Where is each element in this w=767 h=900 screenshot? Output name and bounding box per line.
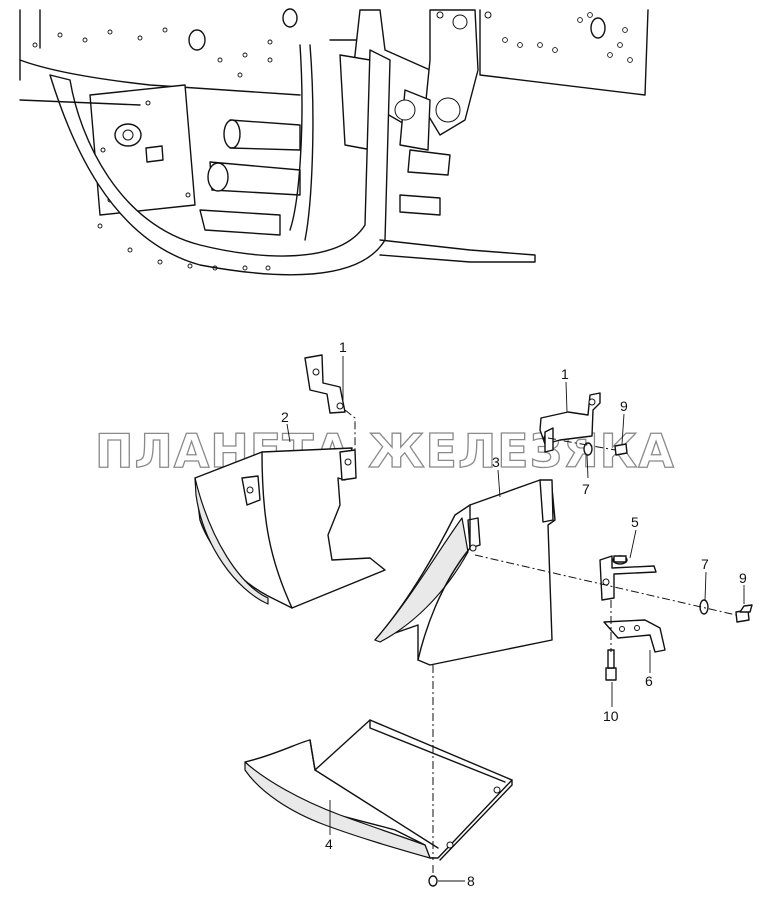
callout-4: 4 xyxy=(325,836,333,852)
part-8-nut xyxy=(428,875,438,887)
part-1-bracket-right xyxy=(539,392,601,453)
part-6-bracket xyxy=(603,619,666,653)
callout-3: 3 xyxy=(492,454,500,470)
callout-9-upper: 9 xyxy=(620,398,628,414)
callout-9-lower: 9 xyxy=(739,570,747,586)
callout-8: 8 xyxy=(467,873,475,889)
part-9-bolt-upper xyxy=(614,443,628,456)
callout-10: 10 xyxy=(603,708,619,724)
callout-5: 5 xyxy=(631,514,639,530)
part-5-bracket xyxy=(599,555,657,601)
callout-7-upper: 7 xyxy=(582,481,590,497)
callout-1-left: 1 xyxy=(339,339,347,355)
leader-lines xyxy=(286,356,745,882)
part-1-bracket-left xyxy=(304,354,356,459)
callout-1-right: 1 xyxy=(561,366,569,382)
frame-assembly-illustration xyxy=(19,8,649,276)
part-4-bottom-tray xyxy=(244,719,513,861)
part-9-bolt-lower xyxy=(735,604,753,623)
callout-7-lower: 7 xyxy=(701,556,709,572)
part-7-washer-lower xyxy=(699,599,709,615)
callout-2: 2 xyxy=(281,409,289,425)
part-3-right-guard xyxy=(374,479,556,666)
part-2-left-guard xyxy=(194,447,386,609)
part-10-bolt xyxy=(605,649,617,681)
part-7-washer-upper xyxy=(583,442,593,456)
callout-6: 6 xyxy=(645,673,653,689)
